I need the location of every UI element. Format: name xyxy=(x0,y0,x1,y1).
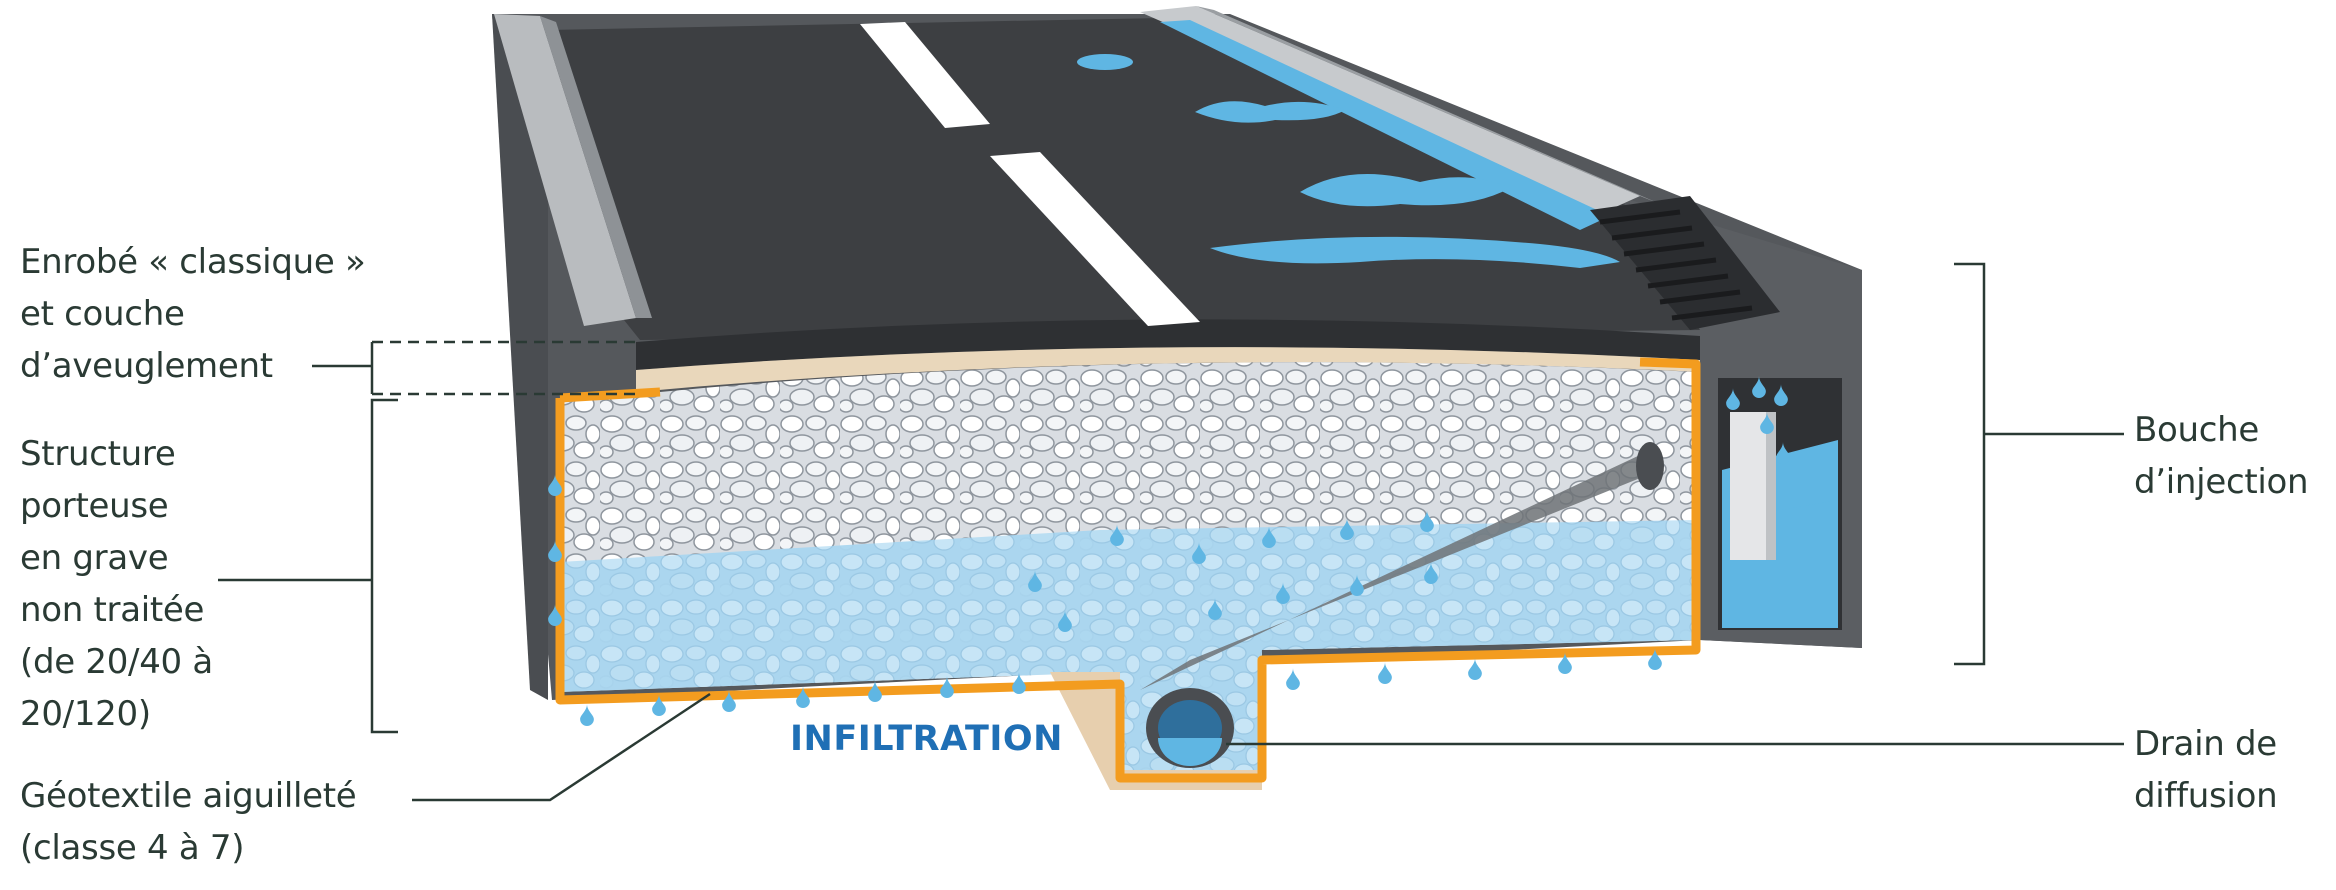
label-structure-line1: Structure xyxy=(20,434,176,474)
road-block-left-face xyxy=(492,14,548,700)
puddle-2 xyxy=(1195,101,1345,123)
label-bouche-line1: Bouche xyxy=(2134,410,2260,450)
label-bouche: Bouche d’injection xyxy=(2134,404,2309,508)
label-drain: Drain de diffusion xyxy=(2134,718,2278,822)
label-drain-line2: diffusion xyxy=(2134,776,2278,816)
saturated-zone xyxy=(560,520,1696,770)
label-structure-line3: en grave xyxy=(20,538,169,578)
infiltration-label: INFILTRATION xyxy=(790,719,1063,759)
leader-lines xyxy=(218,262,2124,802)
label-structure-line2: porteuse xyxy=(20,486,169,526)
label-enrobe-line2: et couche xyxy=(20,294,185,334)
label-enrobe-line1: Enrobé « classique » xyxy=(20,242,366,282)
drain-pipe xyxy=(1140,442,1664,768)
label-enrobe: Enrobé « classique » et couche d’aveugle… xyxy=(20,236,366,392)
label-bouche-line2: d’injection xyxy=(2134,462,2309,502)
label-enrobe-line3: d’aveuglement xyxy=(20,346,273,386)
puddle-3 xyxy=(1300,174,1510,207)
runoff-water-strip xyxy=(1160,20,1610,230)
label-structure-line6: 20/120) xyxy=(20,694,151,734)
left-curb-side xyxy=(540,16,652,318)
lane-marking-1 xyxy=(860,22,990,128)
label-geotextile: Géotextile aiguilleté (classe 4 à 7) xyxy=(20,770,357,874)
label-drain-line1: Drain de xyxy=(2134,724,2277,764)
injection-grate xyxy=(1590,196,1780,330)
label-structure-line5: (de 20/40 à xyxy=(20,642,213,682)
asphalt-front-edge xyxy=(636,319,1700,370)
puddle-4 xyxy=(1210,236,1620,268)
label-structure: Structure porteuse en grave non traitée … xyxy=(20,428,213,740)
lane-marking-2 xyxy=(990,152,1200,326)
right-curb-top xyxy=(1196,6,1660,204)
label-geotextile-line1: Géotextile aiguilleté xyxy=(20,776,357,816)
drain-trench xyxy=(1050,672,1262,790)
puddle-1 xyxy=(1077,54,1133,70)
injection-chamber xyxy=(1718,378,1842,630)
blinding-layer xyxy=(636,347,1700,392)
label-geotextile-line2: (classe 4 à 7) xyxy=(20,828,245,868)
asphalt-surface xyxy=(548,18,1700,340)
left-curb xyxy=(494,14,636,326)
label-structure-line4: non traitée xyxy=(20,590,205,630)
